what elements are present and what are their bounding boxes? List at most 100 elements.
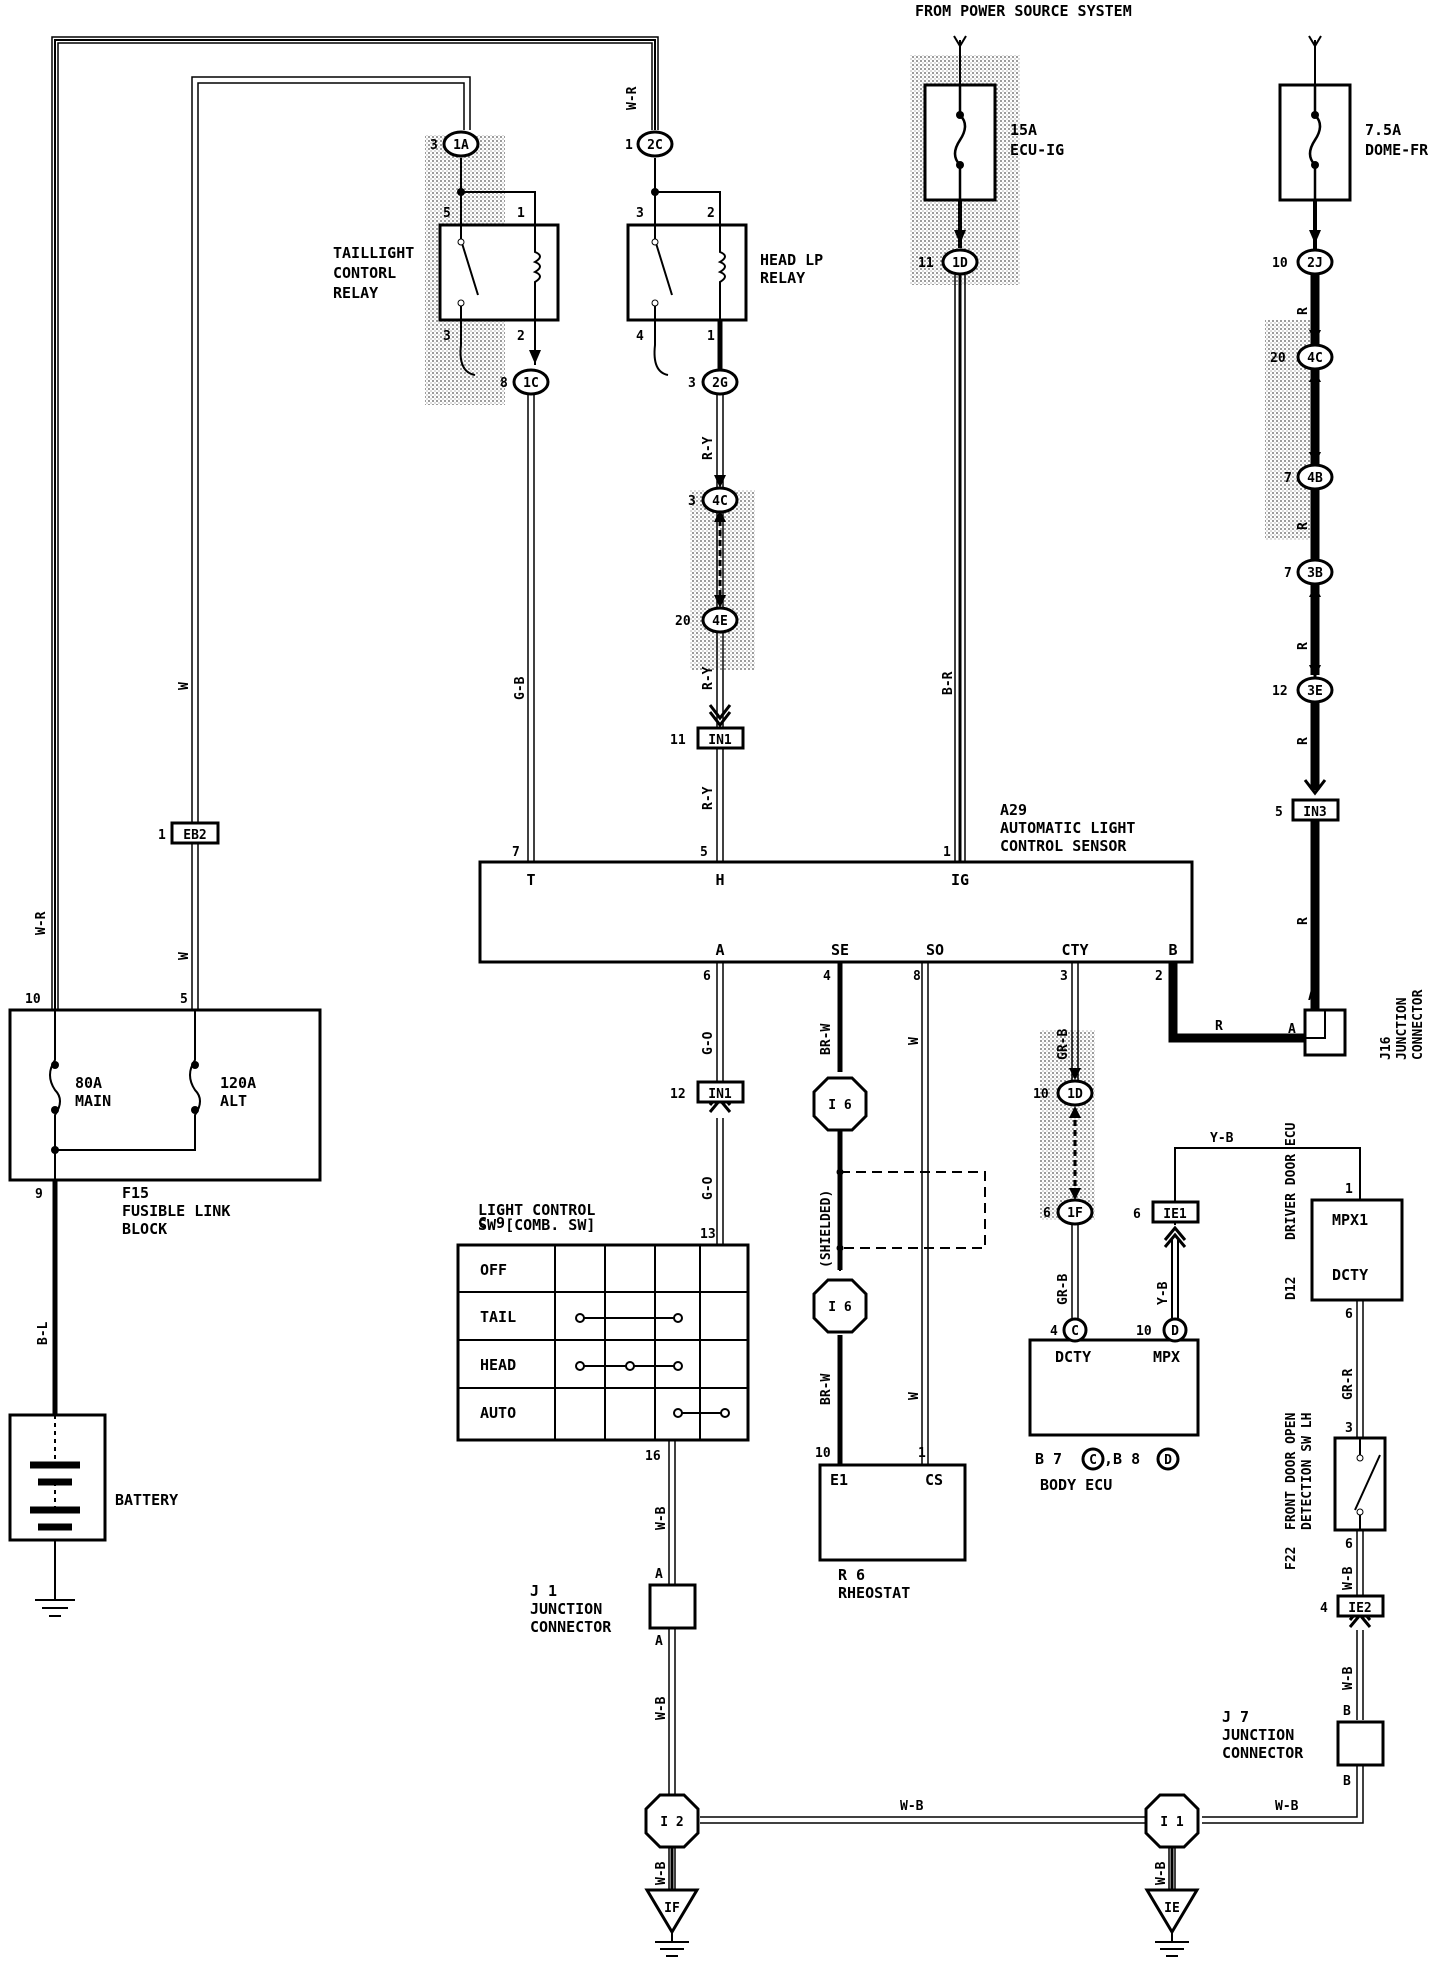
svg-text:12: 12 (670, 1087, 686, 1102)
relay-label: RELAY (760, 269, 805, 287)
svg-text:MAIN: MAIN (75, 1092, 111, 1110)
svg-text:W: W (177, 682, 192, 690)
svg-text:1C: 1C (523, 376, 539, 391)
svg-text:B: B (1168, 941, 1177, 959)
junction-j1: A A J 1 JUNCTION CONNECTOR (530, 1567, 697, 1649)
svg-text:D: D (1171, 1324, 1179, 1339)
fuse-rating: 15A (1010, 121, 1037, 139)
svg-text:W-B: W-B (654, 1506, 669, 1530)
pin-label: 3 (443, 329, 451, 344)
svg-text:3: 3 (1060, 969, 1068, 984)
ground-icon (35, 1599, 75, 1617)
svg-text:5: 5 (700, 845, 708, 860)
svg-text:R: R (1296, 522, 1311, 530)
svg-text:J 1: J 1 (530, 1582, 557, 1600)
svg-text:7: 7 (1284, 471, 1292, 486)
automatic-light-control-sensor: A29 AUTOMATIC LIGHT CONTROL SENSOR T H I… (478, 801, 1194, 984)
svg-text:4C: 4C (712, 494, 728, 509)
svg-text:3: 3 (1345, 1421, 1353, 1436)
svg-text:3: 3 (688, 376, 696, 391)
svg-text:A: A (1308, 989, 1316, 1004)
svg-text:J 7: J 7 (1222, 1708, 1249, 1726)
svg-text:1: 1 (918, 1446, 926, 1461)
svg-text:W-R: W-R (625, 86, 640, 110)
svg-text:1D: 1D (952, 256, 968, 271)
svg-text:MPX: MPX (1153, 1348, 1180, 1366)
connector-1C: 1C8 (500, 368, 550, 396)
svg-text:JUNCTION: JUNCTION (530, 1600, 602, 1618)
svg-text:3: 3 (430, 138, 438, 153)
fuse-name: ECU-IG (1010, 141, 1064, 159)
connector-C: C4 (1050, 1317, 1088, 1343)
connector-1F: 1F6 (1043, 1198, 1094, 1226)
battery: BATTERY (8, 1413, 178, 1617)
svg-text:BR-W: BR-W (819, 1024, 834, 1055)
svg-text:R-Y: R-Y (701, 786, 716, 810)
svg-text:2J: 2J (1307, 256, 1323, 271)
svg-text:IN1: IN1 (708, 733, 732, 748)
svg-text:2G: 2G (712, 376, 728, 391)
svg-text:10: 10 (1033, 1087, 1049, 1102)
svg-text:DETECTION SW LH: DETECTION SW LH (1300, 1413, 1315, 1530)
arrow-down-icon (1308, 35, 1322, 48)
svg-text:20: 20 (675, 614, 691, 629)
svg-text:BR-W: BR-W (819, 1374, 834, 1405)
svg-text:I 2: I 2 (660, 1815, 683, 1830)
svg-text:W: W (177, 952, 192, 960)
svg-text:B 7: B 7 (1035, 1450, 1062, 1468)
svg-text:BODY ECU: BODY ECU (1040, 1476, 1112, 1494)
svg-text:7: 7 (512, 845, 520, 860)
svg-text:R: R (1296, 737, 1311, 745)
svg-text:I 1: I 1 (1160, 1815, 1184, 1830)
svg-text:Y-B: Y-B (1156, 1281, 1171, 1305)
svg-text:C: C (1089, 1453, 1097, 1468)
power-source-label: FROM POWER SOURCE SYSTEM (915, 2, 1132, 20)
svg-text:9: 9 (35, 1187, 43, 1202)
front-door-switch: 3 6 F22 FRONT DOOR OPEN DETECTION SW LH (1284, 1412, 1387, 1570)
svg-text:R: R (1296, 642, 1311, 650)
switch-row-auto: AUTO (480, 1404, 516, 1422)
svg-text:GR-B: GR-B (1056, 1029, 1071, 1060)
fusible-link-block: 80A MAIN 120A ALT F15 FUSIBLE LINK BLOCK… (8, 992, 322, 1238)
switch-row-tail: TAIL (480, 1308, 516, 1326)
driver-door-ecu: MPX1 DCTY 1 6 D12 DRIVER DOOR ECU (1284, 1122, 1404, 1322)
svg-text:4: 4 (1050, 1324, 1058, 1339)
svg-text:CONNECTOR: CONNECTOR (530, 1618, 612, 1636)
junction-j7: B B J 7 JUNCTION CONNECTOR (1222, 1704, 1385, 1789)
svg-text:A: A (655, 1634, 663, 1649)
svg-text:4: 4 (1320, 1601, 1328, 1616)
svg-text:G-O: G-O (701, 1031, 716, 1055)
svg-text:1: 1 (625, 138, 633, 153)
svg-text:DCTY: DCTY (1332, 1266, 1368, 1284)
svg-text:G-O: G-O (701, 1176, 716, 1200)
svg-text:8: 8 (913, 969, 921, 984)
svg-text:6: 6 (1043, 1206, 1051, 1221)
connector-3B: 3B7 (1284, 558, 1334, 586)
svg-text:R 6: R 6 (838, 1566, 865, 1584)
connector-I1: I 1 (1144, 1793, 1200, 1849)
svg-text:FUSIBLE LINK: FUSIBLE LINK (122, 1202, 230, 1220)
shielded-label: (SHIELDED) (819, 1190, 834, 1268)
svg-text:CONNECTOR: CONNECTOR (1411, 989, 1426, 1060)
pin-label: 4 (636, 329, 644, 344)
svg-text:11: 11 (670, 733, 686, 748)
rheostat: E1 CS R 6 RHEOSTAT 10 1 (815, 1446, 967, 1602)
connector-IN1-top: IN1 11 (670, 726, 745, 750)
svg-text:W: W (907, 1392, 922, 1400)
svg-text:GR-B: GR-B (1056, 1274, 1071, 1305)
svg-text:W-B: W-B (900, 1799, 924, 1814)
svg-text:A: A (655, 1567, 663, 1582)
svg-text:W-B: W-B (1341, 1666, 1356, 1690)
svg-text:B: B (1343, 1774, 1351, 1789)
svg-text:B-R: B-R (941, 671, 956, 695)
pin-label: 2 (707, 206, 715, 221)
junction-j16: A A J16 JUNCTION CONNECTOR (1288, 989, 1426, 1060)
svg-text:CONTROL SENSOR: CONTROL SENSOR (1000, 837, 1127, 855)
